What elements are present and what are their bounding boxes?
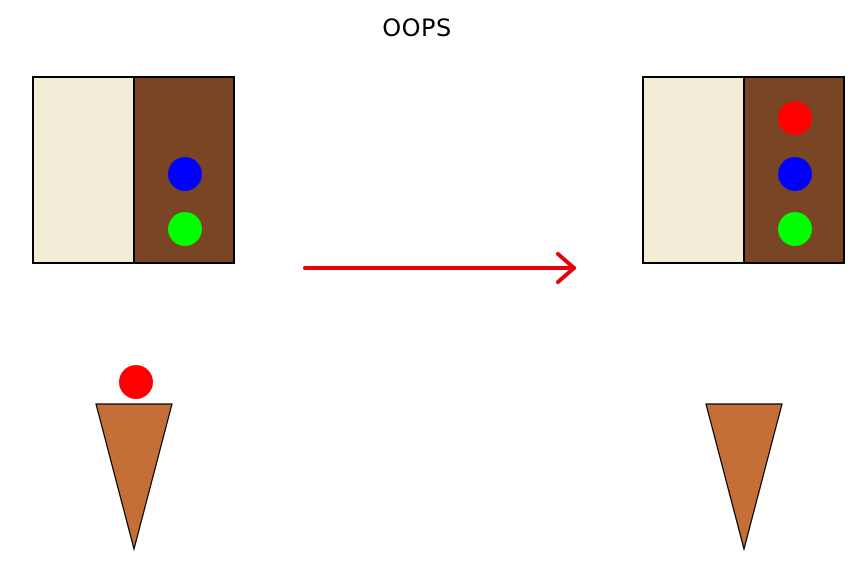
before-box-scoop-blue	[168, 157, 202, 191]
page-title: OOPS	[382, 14, 452, 42]
after-box-scoop-red	[778, 101, 812, 135]
before-cone	[95, 365, 173, 552]
before-cone-scoop-red	[119, 365, 153, 399]
right-arrow-icon	[303, 252, 576, 284]
before-box	[32, 76, 235, 264]
after-cone	[705, 403, 783, 552]
before-box-left-panel	[32, 76, 135, 264]
after-box-scoop-green	[778, 212, 812, 246]
before-box-scoop-green	[168, 212, 202, 246]
after-box-left-panel	[642, 76, 745, 264]
after-box-scoop-blue	[778, 157, 812, 191]
after-cone-shape	[705, 403, 783, 552]
after-box	[642, 76, 845, 264]
before-cone-shape	[95, 403, 173, 552]
